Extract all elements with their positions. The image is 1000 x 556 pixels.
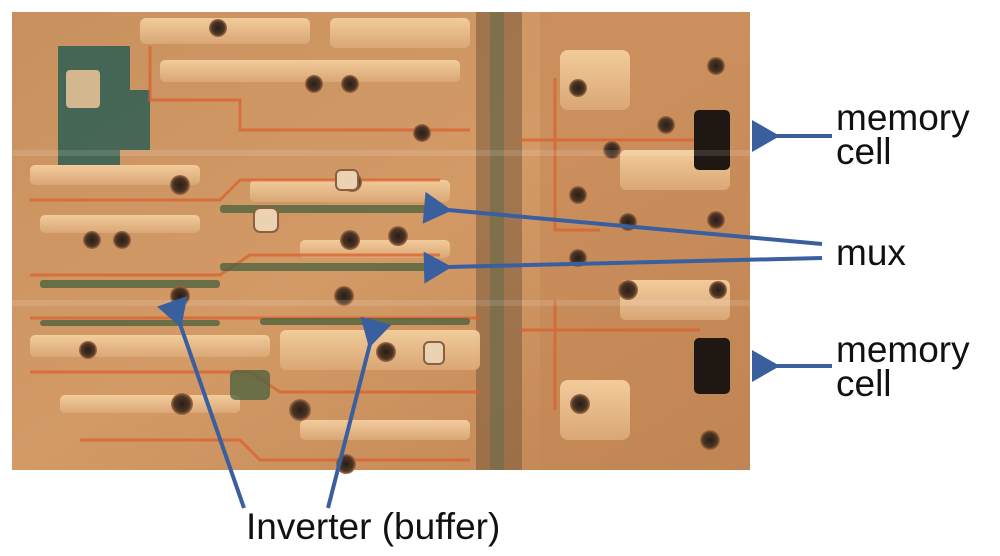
memory-cell-label-top-line-1: memory (836, 97, 970, 138)
memory-cell-label-bottom: memory cell (836, 329, 970, 404)
inverter-buffer-label: Inverter (buffer) (246, 506, 501, 547)
memory-cell-label-bottom-line-1: memory (836, 329, 970, 370)
arrow-mux-lower (423, 251, 823, 284)
memory-cell-label-top-line-2: cell (836, 131, 892, 172)
memory-cell-label-top: memory cell (836, 97, 970, 172)
die-micrograph (12, 12, 750, 474)
arrow-mux-upper (422, 191, 823, 246)
mux-label: mux (836, 232, 906, 273)
arrow-inverter-right (326, 316, 392, 509)
memory-cell-label-bottom-line-2: cell (836, 363, 892, 404)
arrow-inverter-left (157, 296, 246, 509)
annotation-arrows (157, 120, 832, 509)
